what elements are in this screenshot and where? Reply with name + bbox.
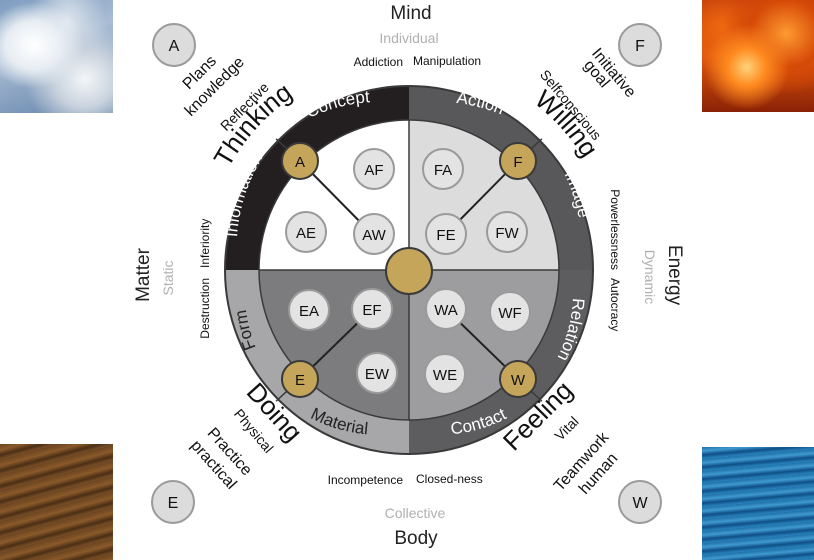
label-destruction: Destruction bbox=[198, 278, 212, 339]
water-waves-photo bbox=[702, 447, 814, 560]
node-label: AE bbox=[296, 225, 316, 242]
node-w-label: W bbox=[511, 372, 526, 389]
badge-w-circle bbox=[618, 480, 662, 524]
node-wa: WA bbox=[425, 288, 467, 330]
fire-flames-photo bbox=[702, 0, 814, 112]
node-ae: AE bbox=[285, 211, 327, 253]
node-we: WE bbox=[424, 353, 466, 395]
node-label: EW bbox=[365, 366, 390, 383]
node-label: WA bbox=[434, 302, 458, 319]
badge-e-circle bbox=[151, 480, 195, 524]
node-label: WE bbox=[433, 367, 457, 384]
node-a: A bbox=[281, 142, 319, 180]
badge-f-circle bbox=[618, 23, 662, 67]
badge-a-circle bbox=[152, 23, 196, 67]
axis-individual: Individual bbox=[379, 30, 438, 46]
badge-e-label: E bbox=[168, 495, 179, 512]
node-label: WF bbox=[498, 305, 521, 322]
node-ef: EF bbox=[351, 288, 393, 330]
label-inferiority: Inferiority bbox=[198, 219, 212, 268]
node-aw: AW bbox=[353, 213, 395, 255]
node-label: EF bbox=[362, 302, 381, 319]
wheel-outline bbox=[224, 85, 594, 455]
node-a-label: A bbox=[295, 154, 305, 171]
label-incompetence: Incompetence bbox=[328, 473, 404, 487]
node-e-label: E bbox=[295, 372, 305, 389]
node-fa: FA bbox=[422, 148, 464, 190]
node-fe: FE bbox=[425, 213, 467, 255]
node-wf: WF bbox=[489, 291, 531, 333]
axis-dynamic: Dynamic bbox=[642, 250, 658, 304]
axis-static: Static bbox=[160, 260, 176, 295]
badge-a-label: A bbox=[169, 38, 180, 55]
node-ea: EA bbox=[288, 289, 330, 331]
node-e: E bbox=[281, 360, 319, 398]
node-f: F bbox=[499, 142, 537, 180]
earth-soil-photo bbox=[0, 444, 113, 560]
node-label: AW bbox=[362, 227, 386, 244]
node-label: FW bbox=[495, 225, 519, 242]
node-center bbox=[385, 247, 433, 295]
axis-energy: Energy bbox=[664, 245, 685, 306]
node-f-label: F bbox=[513, 154, 522, 171]
node-ew: EW bbox=[356, 352, 398, 394]
label-closedness: Closed-ness bbox=[416, 472, 483, 486]
axis-collective: Collective bbox=[385, 505, 446, 521]
axis-matter: Matter bbox=[133, 247, 154, 302]
node-label: FE bbox=[436, 227, 455, 244]
inner-outline bbox=[258, 119, 560, 421]
label-powerlessness: Powerlessness bbox=[608, 189, 622, 270]
badge-f-label: F bbox=[635, 38, 645, 55]
node-label: EA bbox=[299, 303, 319, 320]
axis-mind: Mind bbox=[390, 3, 431, 24]
node-label: FA bbox=[434, 162, 452, 179]
node-w: W bbox=[499, 360, 537, 398]
node-label: AF bbox=[364, 162, 383, 179]
label-autocracy: Autocracy bbox=[608, 278, 622, 331]
axis-body: Body bbox=[394, 528, 438, 549]
badge-w-label: W bbox=[632, 495, 648, 512]
node-af: AF bbox=[353, 148, 395, 190]
label-addiction: Addiction bbox=[354, 55, 403, 69]
air-clouds-photo bbox=[0, 0, 113, 113]
node-fw: FW bbox=[486, 211, 528, 253]
label-manipulation: Manipulation bbox=[413, 54, 481, 68]
